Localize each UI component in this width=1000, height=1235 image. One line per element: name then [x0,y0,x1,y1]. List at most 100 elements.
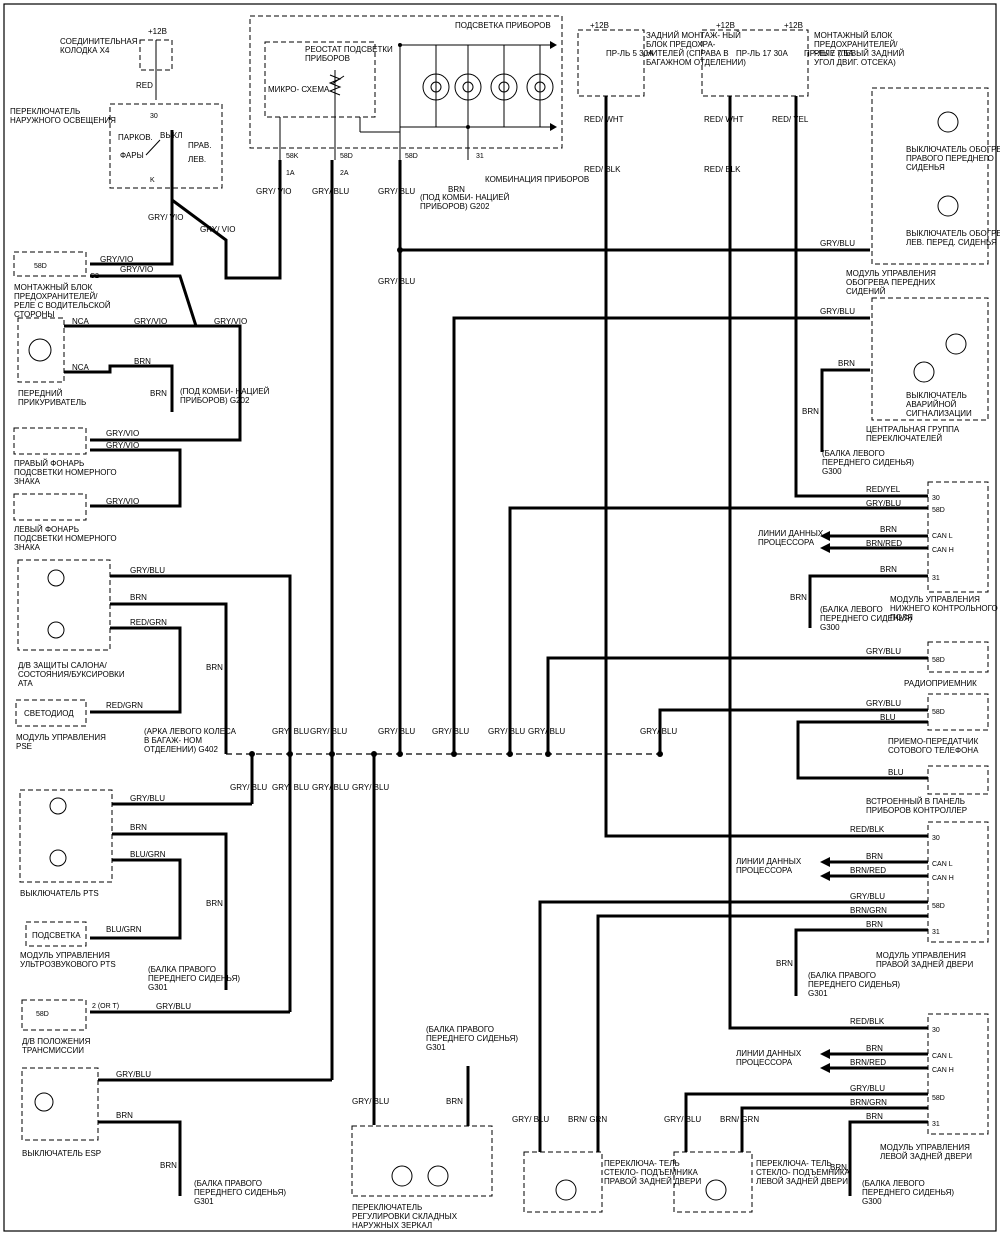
led-icon [49,849,67,867]
fuse-5: ПР-ЛЬ 5 30A [606,49,654,58]
wire-brn-lp2: BRN [880,565,897,574]
light-switch [109,103,223,189]
wire-brn-rr: BRN [866,852,883,861]
wire-gry-blu-lr: GRY/BLU [850,1084,885,1093]
win-switch-rr [523,1151,603,1213]
ls-term-k: K [150,177,155,184]
wire-brn-cluster: BRN [448,185,465,194]
wire-red-yel-lp: RED/YEL [866,485,901,494]
lr-30: 30 [932,1027,940,1034]
diagram-frame [3,3,997,1232]
esp-switch [21,1067,99,1141]
lp-can-l: CAN L [932,533,953,540]
supply-x4: +12В [148,27,167,36]
fb-term-58d: 58D [34,263,47,270]
wire-gry-blu-pts: GRY/BLU [130,794,165,803]
seat-heater-module [871,87,989,265]
radio [927,641,989,673]
wire-gry-blu-b11: GRY/ BLU [352,783,389,792]
lighter [17,317,65,383]
wire-gry-blu-haz: GRY/BLU [820,307,855,316]
wire-gry-blu-trans: GRY/BLU [156,1002,191,1011]
ata-sensor [17,559,111,651]
wire-gry-vio-lt2: GRY/VIO [214,317,247,326]
rear-fusebox [577,29,645,97]
lr-can-l: CAN L [932,1053,953,1060]
wire-gry-blu-b6: GRY/ BLU [528,727,565,736]
wire-gry-blu-b3: GRY/ BLU [378,727,415,736]
wire-brn-haz: BRN [838,359,855,368]
wire-red-blk-b: RED/ BLK [704,165,741,174]
led-icon [47,621,65,639]
wire-brn-red-lp: BRN/RED [866,539,902,548]
wire-gry-blu-radio: GRY/BLU [866,647,901,656]
hazard-icon [913,361,935,383]
rr-58d: 58D [932,903,945,910]
wire-red-yel: RED/ YEL [772,115,809,124]
led-icon [555,1179,577,1201]
wire-gry-blu-winrr: GRY/ BLU [512,1115,549,1124]
lp-can-h: CAN H [932,547,954,554]
lp-58d: 58D [932,507,945,514]
term-1a: 1A [286,170,295,177]
wire-blu-phone: BLU [880,713,896,722]
wire-gry-vio-c: GRY/ VIO [256,187,291,196]
wire-red-blk-lr: RED/BLK [850,1017,885,1026]
pse-module [15,699,87,727]
wire-gry-blu-b8: GRY/ BLU [230,783,267,792]
radio-label: РАДИОПРИЕМНИК [904,679,977,688]
wire-gry-vio-lt: GRY/VIO [134,317,167,326]
radio-58d: 58D [932,657,945,664]
wire-gry-blu-rr: GRY/BLU [850,892,885,901]
wire-gry-blu-lp: GRY/BLU [866,499,901,508]
ls-fary: ФАРЫ [120,151,144,160]
term-58d-a: 58D [340,153,353,160]
led-icon [49,797,67,815]
wire-gry-blu-b5: GRY/ BLU [488,727,525,736]
wire-gry-blu-cl2: GRY/ BLU [378,187,415,196]
panel-controller [927,765,989,795]
pse-led: СВЕТОДИОД [24,709,74,718]
plate-lamp-left [13,493,87,521]
trans-or-t: 2 (OR T) [92,1003,119,1010]
wire-gry-blu-v1: GRY/ BLU [378,277,415,286]
wire-brn-lp3: BRN [790,593,807,602]
wire-blu-ctrl: BLU [888,768,904,777]
wire-gry-vio-pl3: GRY/VIO [106,497,139,506]
mirror-switch [351,1125,493,1197]
wire-red-grn-pse: RED/GRN [106,701,143,710]
cluster-label: КОМБИНАЦИЯ ПРИБОРОВ [485,175,589,184]
rr-can-l: CAN L [932,861,953,868]
wire-gry-vio-fb: GRY/VIO [100,255,133,264]
wire-nca-b: NCA [72,363,90,372]
wire-brn-mirror: BRN [446,1097,463,1106]
seat-l-label: ВЫКЛЮЧАТЕЛЬ ОБОГРЕВАЛЕВ. ПЕРЕД. СИДЕНЬЯ [906,229,1000,247]
central-group [871,297,989,421]
term-58d-b: 58D [405,153,418,160]
wire-gry-blu-esp: GRY/BLU [116,1070,151,1079]
wire-gry-vio-fb2: GRY/VIO [120,265,153,274]
seat-switch-icon [937,111,959,133]
led-icon [34,1092,54,1112]
seat-r-label: ВЫКЛЮЧАТЕЛЬ ОБОГРЕВАПРАВОГО ПЕРЕДНЕГОСИД… [906,145,1000,172]
ls-term-30: 30 [150,113,158,120]
lr-31: 31 [932,1121,940,1128]
esp-label: ВЫКЛЮЧАТЕЛЬ ESP [22,1149,101,1158]
microschema-label: МИКРО- СХЕМА [268,85,330,94]
wire-nca-a: NCA [72,317,90,326]
